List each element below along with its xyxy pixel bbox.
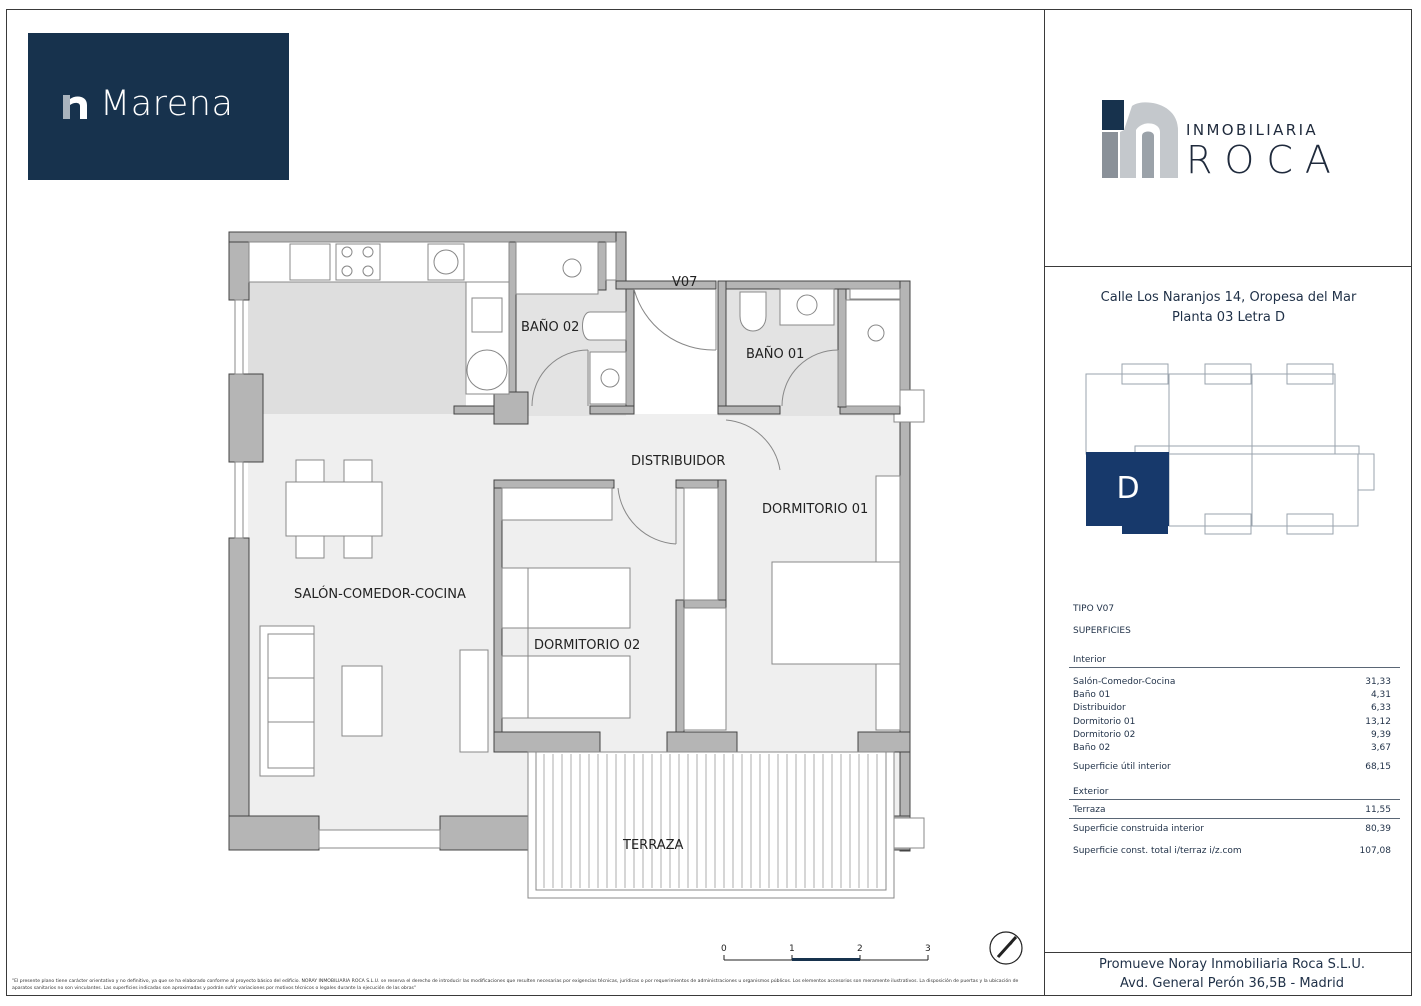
sidebar-divider (1044, 9, 1045, 996)
scale-tick-0: 0 (721, 944, 727, 954)
room-label-terrace: TERRAZA (622, 838, 683, 853)
address-unit: Planta 03 Letra D (1171, 310, 1286, 325)
marena-brand-box (28, 33, 289, 180)
interior-row: Baño 02 3,67 (1073, 743, 1391, 753)
roca-mark-icon (1102, 100, 1178, 178)
scale-tick-3: 3 (925, 944, 931, 954)
exterior-row-value: 107,08 (1359, 846, 1392, 856)
interior-rule (1069, 667, 1400, 668)
interior-row-value: 13,12 (1365, 717, 1391, 727)
exterior-row: Superficie construida interior 80,39 (1073, 824, 1391, 834)
interior-row-value: 6,33 (1370, 703, 1391, 713)
room-label-bath02: BAÑO 02 (521, 319, 579, 335)
room-label-bath01: BAÑO 01 (746, 346, 804, 362)
interior-row-name: Dormitorio 02 (1073, 730, 1136, 740)
scale-bar: 0 1 2 3 (721, 944, 931, 961)
exterior-row-name: Superficie construida interior (1073, 824, 1204, 834)
interior-row-value: 4,31 (1370, 690, 1391, 700)
legal-disclaimer: "El presente plano tiene carácter orient… (12, 979, 1019, 991)
exterior-heading: Exterior (1073, 787, 1109, 797)
util-surface-value: 68,15 (1365, 762, 1391, 772)
util-surface-name: Superficie útil interior (1073, 762, 1171, 772)
room-label-bed01: DORMITORIO 01 (762, 502, 868, 517)
interior-row-name: Dormitorio 01 (1073, 717, 1136, 727)
key-plan-unit-label: D (1116, 471, 1139, 506)
marena-mark-icon (63, 95, 87, 119)
interior-row-name: Salón-Comedor-Cocina (1073, 677, 1176, 687)
north-arrow-icon (989, 931, 1023, 965)
interior-row: Salón-Comedor-Cocina 31,33 (1073, 677, 1391, 687)
developer-name-line2: ROCA (1186, 138, 1343, 182)
key-plan: D (1085, 363, 1375, 535)
interior-row-value: 31,33 (1365, 677, 1391, 687)
address-street: Calle Los Naranjos 14, Oropesa del Mar (1100, 290, 1357, 305)
interior-row: Dormitorio 01 13,12 (1073, 717, 1391, 727)
logo-divider (1045, 266, 1412, 267)
key-plan-selected-unit (1086, 452, 1169, 526)
interior-row-name: Baño 01 (1073, 690, 1111, 700)
room-label-hall: DISTRIBUIDOR (631, 454, 725, 469)
exterior-row-value: 11,55 (1365, 805, 1391, 815)
exterior-row: Superficie const. total i/terraz i/z.com… (1073, 846, 1391, 856)
exterior-row: Terraza 11,55 (1073, 805, 1391, 815)
exterior-rule-2 (1069, 818, 1400, 819)
exterior-row-value: 80,39 (1365, 824, 1391, 834)
page-frame (6, 9, 1412, 996)
interior-row: Distribuidor 6,33 (1073, 703, 1391, 713)
interior-row-value: 9,39 (1370, 730, 1391, 740)
developer-name-line1: INMOBILIARIA (1186, 121, 1319, 139)
scale-tick-2: 2 (857, 944, 863, 954)
exterior-row-name: Terraza (1073, 805, 1106, 815)
exterior-row-name: Superficie const. total i/terraz i/z.com (1073, 846, 1242, 856)
interior-row: Baño 01 4,31 (1073, 690, 1391, 700)
util-surface-row: Superficie útil interior 68,15 (1073, 762, 1391, 772)
surfaces-heading: SUPERFICIES (1073, 626, 1131, 636)
interior-row-name: Baño 02 (1073, 743, 1111, 753)
exterior-rule (1069, 799, 1400, 800)
room-label-living: SALÓN-COMEDOR-COCINA (294, 586, 466, 602)
interior-heading: Interior (1073, 655, 1106, 665)
floor-plan: SALÓN-COMEDOR-COCINA BAÑO 02 BAÑO 01 V07… (228, 231, 1023, 965)
marena-brand-name: Marena (100, 84, 234, 124)
interior-row: Dormitorio 02 9,39 (1073, 730, 1391, 740)
interior-row-name: Distribuidor (1073, 703, 1126, 713)
door-code-label: V07 (672, 275, 697, 290)
promoter-address: Avd. General Perón 36,5B - Madrid (1120, 976, 1344, 991)
footer-divider (1045, 952, 1412, 953)
scale-tick-1: 1 (789, 944, 795, 954)
interior-row-value: 3,67 (1370, 743, 1391, 753)
room-label-bed02: DORMITORIO 02 (534, 638, 640, 653)
promoter-name: Promueve Noray Inmobiliaria Roca S.L.U. (1098, 957, 1366, 972)
unit-type: TIPO V07 (1073, 604, 1115, 614)
